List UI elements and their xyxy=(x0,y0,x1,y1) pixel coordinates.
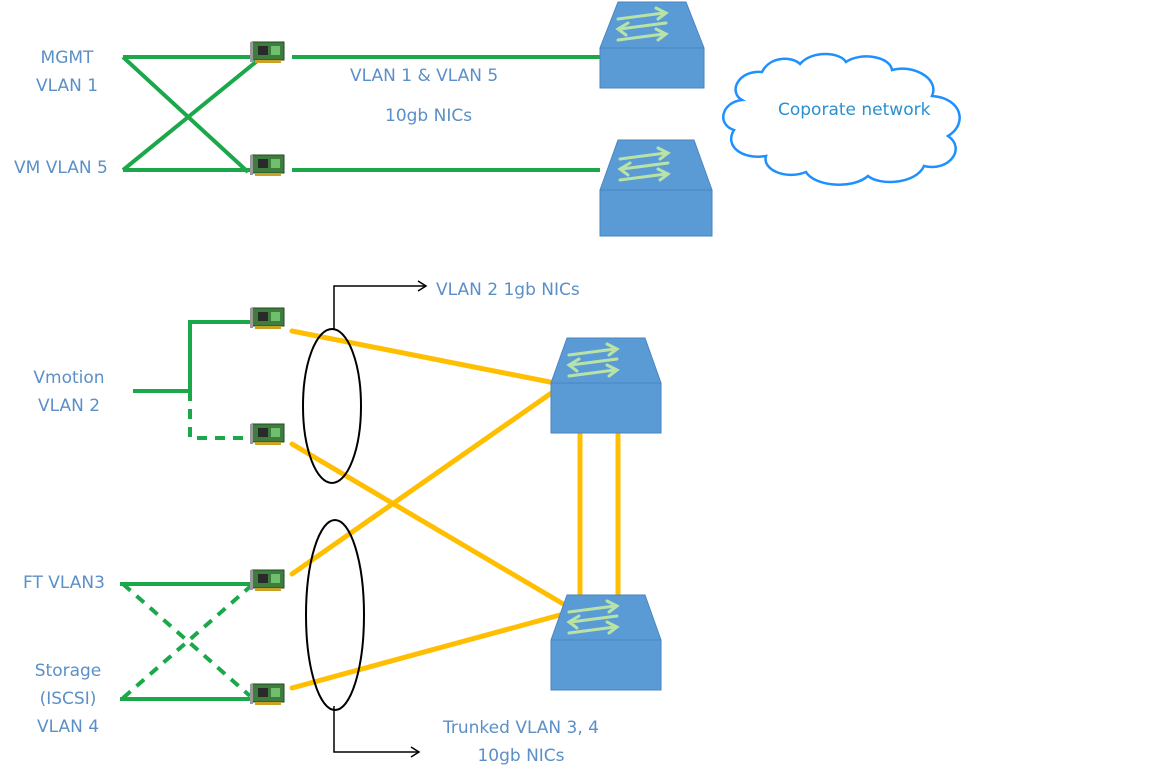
nic-icon xyxy=(249,683,285,706)
yellow-links xyxy=(289,328,621,691)
callout-arrow xyxy=(333,280,428,329)
nic-icon xyxy=(249,569,285,592)
switch-icon xyxy=(599,1,705,89)
top-nics-label: 10gb NICs xyxy=(385,106,473,126)
vmotion-label: Vmotion VLAN 2 xyxy=(33,368,105,416)
vlan2-nics-label: VLAN 2 1gb NICs xyxy=(436,280,580,300)
storage-label: Storage (ISCSI) VLAN 4 xyxy=(34,661,102,737)
switch-icon xyxy=(599,139,713,237)
trunk-label: Trunked VLAN 3, 4 10gb NICs xyxy=(443,718,599,766)
nic-icon xyxy=(249,154,285,177)
switch-icon xyxy=(550,594,662,691)
ft-vlan-label: FT VLAN3 xyxy=(23,573,105,593)
nic-icon xyxy=(249,423,285,446)
vm-vlan-label: VM VLAN 5 xyxy=(14,158,108,178)
nic-icon xyxy=(249,307,285,330)
vmotion-links xyxy=(133,320,252,440)
nic-team-ellipse xyxy=(302,328,362,484)
cloud-icon xyxy=(722,52,961,186)
nic-icon xyxy=(249,41,285,64)
top-green-links xyxy=(121,55,600,174)
top-vlan-label: VLAN 1 & VLAN 5 xyxy=(350,66,499,86)
ft-storage-links xyxy=(120,582,254,701)
cloud-label: Coporate network xyxy=(778,100,931,120)
nic-team-ellipse xyxy=(305,519,365,711)
mgmt-label: MGMT VLAN 1 xyxy=(35,48,99,96)
switch-icon xyxy=(550,337,662,434)
callout-arrow xyxy=(333,706,421,758)
